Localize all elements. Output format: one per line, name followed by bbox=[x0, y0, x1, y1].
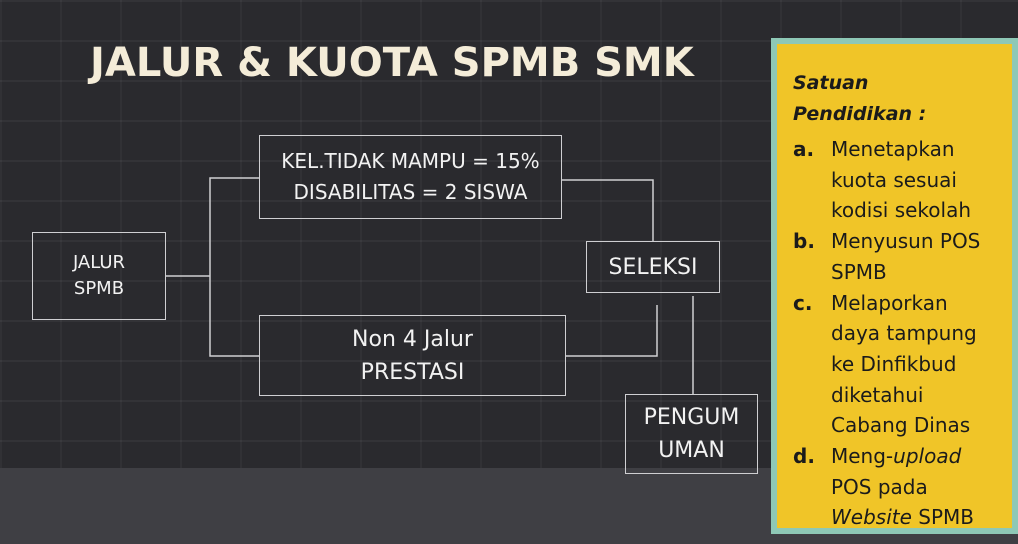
node-pengumuman-line-1: PENGUM bbox=[643, 405, 740, 430]
list-item: d. Meng-upload POS pada Website SPMB bbox=[793, 441, 1002, 533]
list-item-line: SPMB bbox=[831, 259, 887, 284]
panel-heading-line-1: Satuan bbox=[793, 72, 869, 94]
list-item-line: kuota sesuai bbox=[831, 167, 957, 192]
node-non-jalur-prestasi: Non 4 Jalur PRESTASI bbox=[259, 315, 566, 396]
list-text-italic: upload bbox=[893, 444, 962, 469]
list-item-line: Cabang Dinas bbox=[831, 413, 971, 438]
list-item-line: Menetapkan bbox=[831, 137, 955, 161]
node-kel-line-2: DISABILITAS = 2 SISWA bbox=[293, 180, 528, 204]
node-seleksi: SELEKSI bbox=[586, 241, 720, 293]
panel-heading: Satuan Pendidikan : bbox=[793, 68, 1002, 130]
list-marker: c. bbox=[793, 290, 813, 315]
connector-jalur-to-non bbox=[209, 276, 259, 357]
node-jalur-line-2: SPMB bbox=[73, 278, 125, 299]
node-kel-line-1: KEL.TIDAK MAMPU = 15% bbox=[281, 149, 540, 173]
list-item-line: Menyusun POS bbox=[831, 229, 981, 254]
page-title: JALUR & KUOTA SPMB SMK bbox=[90, 40, 694, 86]
node-jalur-line-1: JALUR bbox=[72, 252, 126, 273]
info-panel: Satuan Pendidikan : a. Menetapkan kuota … bbox=[771, 38, 1018, 534]
list-item-line: Melaporkan bbox=[831, 290, 948, 315]
connector-kel-to-seleksi bbox=[562, 179, 654, 241]
node-non-line-2: PRESTASI bbox=[360, 359, 465, 385]
list-item-line: kodisi sekolah bbox=[831, 198, 972, 223]
panel-list: a. Menetapkan kuota sesuai kodisi sekola… bbox=[793, 134, 1002, 533]
list-text: Meng- bbox=[831, 444, 894, 469]
node-pengumuman: PENGUM UMAN bbox=[625, 394, 758, 474]
node-jalur-spmb: JALUR SPMB bbox=[32, 232, 166, 320]
list-marker: b. bbox=[793, 229, 815, 254]
list-item: c. Melaporkan daya tampung ke Dinfikbud … bbox=[793, 288, 1002, 442]
node-pengumuman-line-2: UMAN bbox=[658, 438, 725, 463]
list-item-line: POS pada bbox=[831, 474, 928, 499]
list-text: SPMB bbox=[911, 505, 974, 530]
list-item-line: Meng-upload bbox=[831, 441, 1002, 472]
list-marker: d. bbox=[793, 444, 815, 469]
list-item-line: daya tampung bbox=[831, 321, 977, 346]
list-item-line: Website SPMB bbox=[831, 502, 1002, 533]
list-item: b. Menyusun POS SPMB bbox=[793, 226, 1002, 287]
list-marker: a. bbox=[793, 137, 815, 161]
panel-heading-line-2: Pendidikan : bbox=[793, 103, 927, 125]
node-kel-tidak-mampu: KEL.TIDAK MAMPU = 15% DISABILITAS = 2 SI… bbox=[259, 135, 562, 219]
info-panel-content: Satuan Pendidikan : a. Menetapkan kuota … bbox=[777, 44, 1012, 529]
list-item: a. Menetapkan kuota sesuai kodisi sekola… bbox=[793, 134, 1002, 226]
list-item-line: diketahui bbox=[831, 382, 924, 407]
list-item-line: ke Dinfikbud bbox=[831, 351, 957, 376]
node-seleksi-label: SELEKSI bbox=[608, 254, 698, 280]
node-non-line-1: Non 4 Jalur bbox=[352, 326, 473, 352]
list-text-italic: Website bbox=[831, 505, 912, 530]
connector-jalur-to-kel bbox=[209, 177, 259, 276]
connector-non-to-seleksi bbox=[566, 305, 658, 357]
